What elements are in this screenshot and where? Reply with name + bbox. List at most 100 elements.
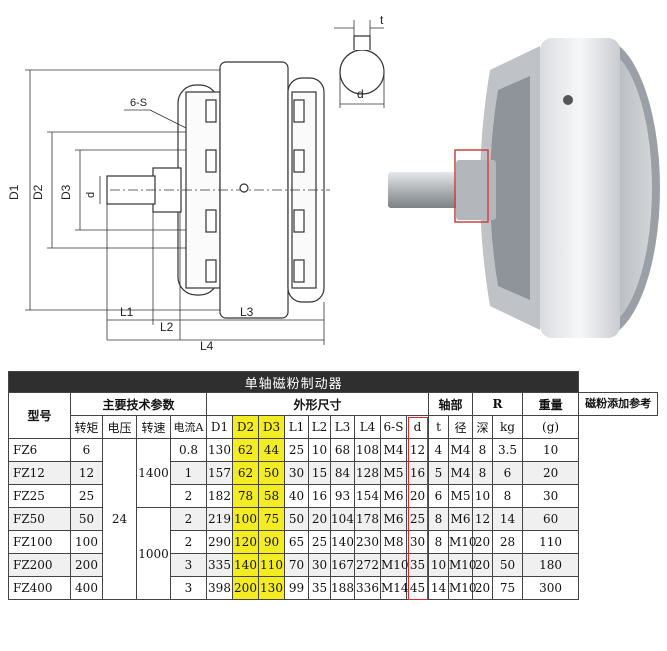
l1-label: L1 bbox=[120, 305, 134, 319]
cell-kg: 3.5 bbox=[492, 438, 523, 462]
cell-l4: 272 bbox=[354, 553, 381, 577]
cell-d: 12 bbox=[406, 438, 429, 462]
subheader-l3: L3 bbox=[330, 415, 355, 439]
cell-d3: 50 bbox=[258, 461, 285, 485]
cell-d1: 182 bbox=[206, 484, 233, 508]
cell-l1: 30 bbox=[284, 461, 309, 485]
cell-current: 3 bbox=[170, 576, 207, 600]
cell-current: 2 bbox=[170, 530, 207, 554]
cell-l4: 154 bbox=[354, 484, 381, 508]
cell-l4: 178 bbox=[354, 507, 381, 531]
subheader-powder-unit: (g) bbox=[521, 415, 580, 439]
cell-kg: 8 bbox=[492, 484, 523, 508]
cell-powder: 60 bbox=[521, 507, 580, 531]
cell-s: M14 bbox=[380, 576, 409, 600]
cell-l3: 140 bbox=[330, 530, 355, 554]
cell-d2: 120 bbox=[232, 530, 259, 554]
cell-l3: 68 bbox=[330, 438, 355, 462]
keyway-t-label: t bbox=[380, 13, 384, 27]
cell-l3: 93 bbox=[330, 484, 355, 508]
cell-r-dia: M5 bbox=[448, 484, 473, 508]
brake-product-photo bbox=[388, 38, 660, 338]
l2-label: L2 bbox=[160, 320, 174, 334]
subheader-l1: L1 bbox=[284, 415, 309, 439]
cell-d: 35 bbox=[406, 553, 429, 577]
d3-label: D3 bbox=[59, 184, 73, 200]
cell-d2: 200 bbox=[232, 576, 259, 600]
specification-table: 单轴磁粉制动器 型号 主要技术参数 外形尺寸 轴部 R 重量 磁粉添加参考 转矩… bbox=[7, 371, 658, 600]
cell-d1: 219 bbox=[206, 507, 233, 531]
cell-r-dia: M10 bbox=[448, 576, 477, 600]
subheader-l2: L2 bbox=[308, 415, 331, 439]
cell-t: 5 bbox=[428, 461, 449, 485]
cell-l1: 70 bbox=[284, 553, 309, 577]
d-label: d bbox=[85, 192, 97, 198]
cell-d1: 398 bbox=[206, 576, 233, 600]
keyway-d-label: d bbox=[357, 87, 364, 101]
brake-side-view bbox=[106, 61, 330, 319]
cell-model: FZ100 bbox=[8, 530, 71, 554]
subheader-d: d bbox=[406, 415, 429, 439]
subheader-kg: kg bbox=[492, 415, 523, 439]
cell-l4: 108 bbox=[354, 438, 381, 462]
cell-l4: 336 bbox=[354, 576, 381, 600]
cell-t: 10 bbox=[428, 553, 449, 577]
cell-powder: 180 bbox=[521, 553, 580, 577]
cell-d: 45 bbox=[406, 576, 429, 600]
cell-speed: 1000 bbox=[136, 507, 171, 600]
cell-model: FZ12 bbox=[8, 461, 71, 485]
cell-kg: 28 bbox=[492, 530, 523, 554]
cell-l4: 128 bbox=[354, 461, 381, 485]
cell-torque: 6 bbox=[70, 438, 103, 462]
subheader-voltage: 电压 bbox=[102, 415, 137, 439]
cell-d1: 157 bbox=[206, 461, 233, 485]
l4-label: L4 bbox=[200, 339, 214, 353]
cell-powder: 30 bbox=[521, 484, 580, 508]
cell-model: FZ50 bbox=[8, 507, 71, 531]
cell-speed: 1400 bbox=[136, 438, 171, 508]
cell-model: FZ200 bbox=[8, 553, 71, 577]
cell-r-depth: 20 bbox=[472, 576, 493, 600]
cell-l2: 25 bbox=[308, 530, 331, 554]
cell-powder: 110 bbox=[521, 530, 580, 554]
cell-model: FZ25 bbox=[8, 484, 71, 508]
header-powder: 磁粉添加参考 bbox=[578, 392, 658, 416]
cell-l1: 40 bbox=[284, 484, 309, 508]
table-title: 单轴磁粉制动器 bbox=[7, 371, 580, 393]
cell-t: 8 bbox=[428, 530, 449, 554]
header-shaft: 轴部 bbox=[428, 392, 473, 416]
cell-t: 8 bbox=[428, 507, 449, 531]
cell-r-depth: 8 bbox=[472, 438, 493, 462]
cell-l3: 167 bbox=[330, 553, 355, 577]
cell-d2: 78 bbox=[232, 484, 259, 508]
cell-r-depth: 20 bbox=[472, 530, 493, 554]
cell-d2: 140 bbox=[232, 553, 259, 577]
cell-d: 25 bbox=[406, 507, 429, 531]
header-dimensions: 外形尺寸 bbox=[206, 392, 429, 416]
cell-l2: 30 bbox=[308, 553, 331, 577]
cell-current: 2 bbox=[170, 484, 207, 508]
cell-l1: 50 bbox=[284, 507, 309, 531]
cell-d3: 90 bbox=[258, 530, 285, 554]
cell-torque: 25 bbox=[70, 484, 103, 508]
cell-s: M5 bbox=[380, 461, 407, 485]
cell-d1: 335 bbox=[206, 553, 233, 577]
cell-d2: 100 bbox=[232, 507, 259, 531]
subheader-torque: 转矩 bbox=[70, 415, 103, 439]
keyway-detail bbox=[334, 20, 385, 108]
cell-l2: 35 bbox=[308, 576, 331, 600]
cell-torque: 12 bbox=[70, 461, 103, 485]
d2-label: D2 bbox=[31, 184, 45, 200]
cell-l2: 20 bbox=[308, 507, 331, 531]
cell-d1: 290 bbox=[206, 530, 233, 554]
cell-t: 14 bbox=[428, 576, 449, 600]
cell-s: M6 bbox=[380, 484, 407, 508]
cell-l1: 99 bbox=[284, 576, 309, 600]
subheader-d2: D2 bbox=[232, 415, 259, 439]
